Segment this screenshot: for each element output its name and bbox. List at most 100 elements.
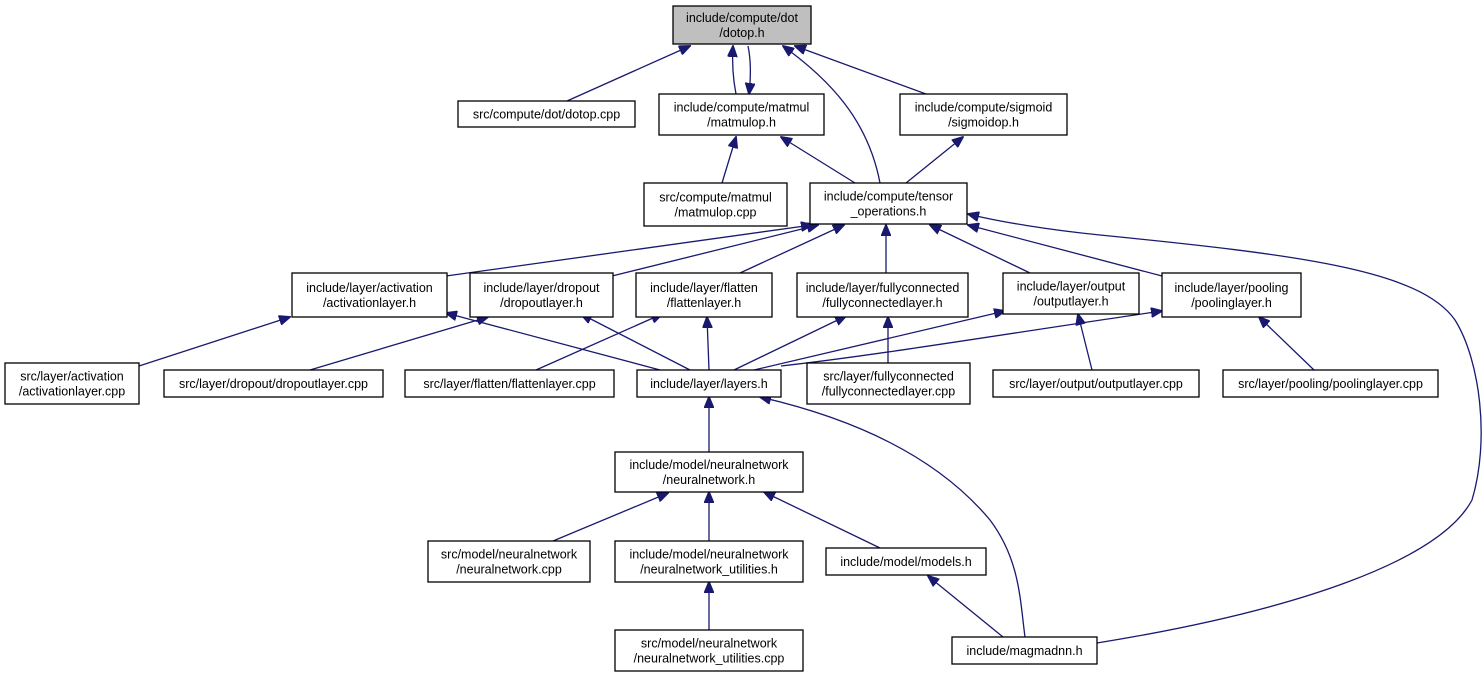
node-label: src/layer/flatten/flattenlayer.cpp [423, 377, 595, 391]
node-neuralnetwork-cpp[interactable]: src/model/neuralnetwork/neuralnetwork.cp… [427, 540, 591, 583]
node-tensor-ops-h[interactable]: include/compute/tensor_operations.h [809, 182, 968, 225]
node-label: src/layer/activation [20, 370, 124, 384]
nodes-layer: include/compute/dot/dotop.h src/compute/d… [4, 5, 1439, 672]
node-box [635, 272, 773, 318]
node-label: /neuralnetwork_utilities.cpp [634, 652, 785, 666]
edge-dropoutlayer-cpp-to-dropoutlayer-h [309, 317, 488, 371]
node-label: include/compute/matmul [674, 101, 809, 115]
node-matmulop-h[interactable]: include/compute/matmul/matmulop.h [658, 93, 825, 136]
node-dotop-h[interactable]: include/compute/dot/dotop.h [672, 5, 812, 45]
node-flattenlayer-cpp[interactable]: src/layer/flatten/flattenlayer.cpp [404, 369, 615, 398]
node-models-h[interactable]: include/model/models.h [825, 547, 987, 576]
node-box [992, 369, 1200, 398]
node-box [796, 272, 969, 318]
edge-outputlayer-h-to-tensor-ops-h [930, 225, 1031, 274]
node-box [1222, 369, 1439, 398]
node-label: src/model/neuralnetwork [441, 548, 578, 562]
edge-tensor-ops-h-to-dotop-h [783, 46, 881, 184]
node-label: include/model/neuralnetwork [629, 458, 789, 472]
edge-magmadnn-h-to-layers-h [760, 397, 1026, 638]
node-label: /flattenlayer.h [667, 296, 741, 310]
node-fullyconnected-h[interactable]: include/layer/fullyconnected/fullyconnec… [796, 272, 969, 318]
edge-tensor-ops-h-to-sigmoidop-h [905, 137, 963, 184]
node-label: include/model/models.h [840, 555, 971, 569]
node-box [427, 540, 591, 583]
edge-poolinglayer-h-to-tensor-ops-h [968, 225, 1163, 277]
node-label: /dotop.h [719, 26, 764, 40]
node-sigmoidop-h[interactable]: include/compute/sigmoid/sigmoidop.h [899, 93, 1068, 136]
node-label: /neuralnetwork_utilities.h [640, 563, 778, 577]
node-fullyconnected-cpp[interactable]: src/layer/fullyconnected/fullyconnectedl… [806, 362, 971, 405]
node-layers-h[interactable]: include/layer/layers.h [636, 369, 782, 398]
node-label: _operations.h [850, 205, 927, 219]
node-outputlayer-cpp[interactable]: src/layer/output/outputlayer.cpp [992, 369, 1200, 398]
node-box [809, 182, 968, 225]
node-label: include/layer/fullyconnected [806, 281, 960, 295]
edge-poolinglayer-cpp-to-poolinglayer-h [1259, 317, 1315, 371]
node-activationlayer-h[interactable]: include/layer/activation/activationlayer… [291, 272, 448, 318]
edge-matmulop-h-to-dotop-h [733, 46, 736, 95]
node-label: include/compute/sigmoid [915, 101, 1053, 115]
node-label: /fullyconnectedlayer.cpp [822, 385, 955, 399]
node-label: /sigmoidop.h [948, 116, 1019, 130]
edge-layers-h-to-activationlayer-h [446, 313, 661, 371]
node-label: src/layer/pooling/poolinglayer.cpp [1238, 377, 1423, 391]
node-box [643, 182, 788, 227]
node-box [1002, 272, 1140, 315]
node-label: /fullyconnectedlayer.h [822, 296, 942, 310]
node-box [163, 369, 384, 398]
node-neuralnetwork-h[interactable]: include/model/neuralnetwork/neuralnetwor… [614, 451, 804, 493]
node-label: include/compute/dot [686, 11, 798, 25]
node-poolinglayer-h[interactable]: include/layer/pooling/poolinglayer.h [1161, 272, 1302, 318]
node-box [951, 636, 1098, 665]
node-magmadnn-h[interactable]: include/magmadnn.h [951, 636, 1098, 665]
node-box [658, 93, 825, 136]
node-label: include/layer/pooling [1175, 281, 1289, 295]
node-label: include/layer/output [1017, 280, 1126, 294]
edge-dotop-cpp-to-dotop-h [566, 46, 690, 102]
node-label: include/layer/flatten [650, 281, 758, 295]
node-dotop-cpp[interactable]: src/compute/dot/dotop.cpp [457, 100, 636, 128]
node-label: src/layer/fullyconnected [823, 370, 954, 384]
node-box [614, 629, 804, 672]
node-flattenlayer-h[interactable]: include/layer/flatten/flattenlayer.h [635, 272, 773, 318]
edge-magmadnn-h-to-models-h [928, 576, 1004, 638]
node-label: /dropoutlayer.h [500, 296, 583, 310]
node-label: /poolinglayer.h [1191, 296, 1272, 310]
edge-layers-h-to-dropoutlayer-h [581, 314, 691, 371]
node-box [806, 362, 971, 405]
node-dropoutlayer-h[interactable]: include/layer/dropout/dropoutlayer.h [469, 272, 614, 318]
edge-layers-h-to-flattenlayer-h [707, 317, 709, 371]
node-box [1161, 272, 1302, 318]
node-matmulop-cpp[interactable]: src/compute/matmul/matmulop.cpp [643, 182, 788, 227]
node-box [672, 5, 812, 45]
edge-layers-h-to-fullyconnected-h [733, 316, 846, 371]
node-label: /activationlayer.cpp [19, 385, 125, 399]
node-nn-utilities-cpp[interactable]: src/model/neuralnetwork/neuralnetwork_ut… [614, 629, 804, 672]
node-label: /neuralnetwork.cpp [456, 563, 562, 577]
node-outputlayer-h[interactable]: include/layer/output/outputlayer.h [1002, 272, 1140, 315]
node-box [457, 100, 636, 128]
edge-flattenlayer-cpp-to-flattenlayer-h [535, 314, 662, 371]
edge-layers-h-to-poolinglayer-h [780, 311, 1162, 367]
node-box [614, 451, 804, 493]
node-nn-utilities-h[interactable]: include/model/neuralnetwork/neuralnetwor… [614, 540, 804, 583]
edge-dotop-h-to-matmulop-h [748, 45, 750, 94]
node-label: include/layer/layers.h [650, 377, 767, 391]
node-activationlayer-cpp[interactable]: src/layer/activation/activationlayer.cpp [4, 362, 140, 405]
edge-magmadnn-h-to-tensor-ops-h [968, 214, 1482, 644]
node-label: /activationlayer.h [323, 296, 416, 310]
edge-models-h-to-neuralnetwork-h [764, 492, 881, 549]
edge-layers-h-to-outputlayer-h [753, 311, 1005, 371]
node-label: /matmulop.h [707, 116, 776, 130]
edges-layer [138, 45, 1482, 644]
node-poolinglayer-cpp[interactable]: src/layer/pooling/poolinglayer.cpp [1222, 369, 1439, 398]
edge-flattenlayer-h-to-tensor-ops-h [739, 225, 844, 274]
node-dropoutlayer-cpp[interactable]: src/layer/dropout/dropoutlayer.cpp [163, 369, 384, 398]
node-label: include/compute/tensor [824, 190, 953, 204]
node-label: include/model/neuralnetwork [629, 548, 789, 562]
node-label: /neuralnetwork.h [663, 473, 755, 487]
node-label: src/compute/dot/dotop.cpp [473, 108, 620, 122]
node-label: include/magmadnn.h [966, 644, 1082, 658]
